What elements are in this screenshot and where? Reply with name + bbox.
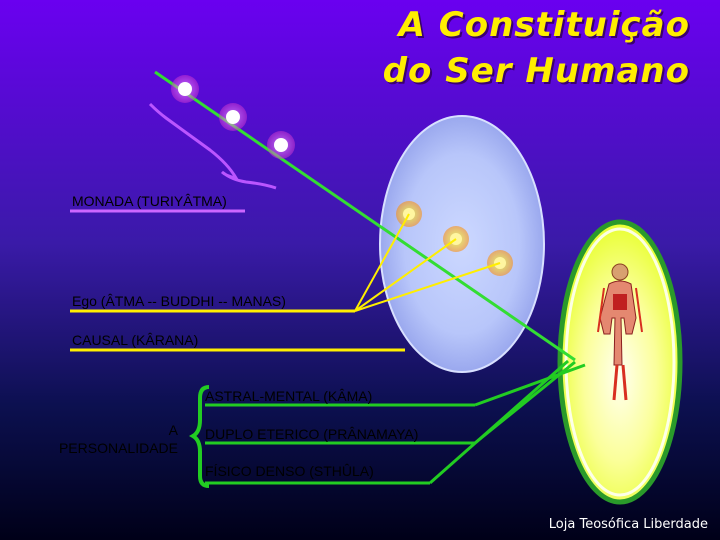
monad-star-2 [219,103,247,131]
causal-label: CAUSAL (KÂRANA) [72,332,199,348]
personality-a-label: A [168,422,178,438]
personality-bracket [188,385,210,488]
monada-label: MONADA (TURIYÂTMA) [72,193,227,209]
ego-connector-1 [354,213,410,312]
fisico-denso-label: FÍSICO DENSO (STHÛLA) [205,463,374,479]
triad-curly-brace [148,102,277,190]
ego-label: Ego (ÂTMA -- BUDDHI -- MANAS) [72,293,286,309]
ego-connector-3 [354,262,501,312]
title-line-2: do Ser Humano [382,51,690,91]
astral-mental-label: ASTRAL-MENTAL (KÂMA) [205,388,373,404]
monad-star-1 [171,75,199,103]
footer-credit: Loja Teosófica Liberdade [548,517,708,532]
ego-connector-2 [354,238,457,312]
human-figure [597,263,643,401]
duplo-eterico-label: DUPLO ETERICO (PRÂNAMAYA) [205,426,419,442]
title-line-1: A Constituição [398,5,690,45]
astral-connector [474,363,586,407]
monad-star-3 [267,131,295,159]
personality-label: PERSONALIDADE [58,440,178,456]
fisico-connector [429,359,569,485]
